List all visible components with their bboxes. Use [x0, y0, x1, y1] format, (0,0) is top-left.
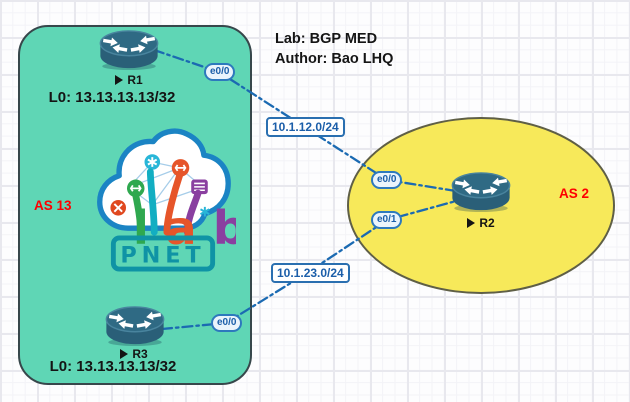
- network-label-10-1-23-0: 10.1.23.0/24: [271, 263, 350, 283]
- router-icon-r3[interactable]: [104, 305, 166, 347]
- interface-label-r1-e0-0: e0/0: [204, 63, 236, 81]
- interface-label-r3-e0-0: e0/0: [211, 314, 243, 332]
- pnetlab-logo: l a b PNET: [97, 128, 236, 272]
- node-label-r3: R3: [104, 347, 164, 361]
- lab-title: Lab: BGP MED: [275, 31, 378, 47]
- logo-pnet-wordmark: PNET: [120, 242, 205, 268]
- logo-lab-wordmark: l a b: [133, 202, 236, 256]
- network-label-10-1-12-0: 10.1.12.0/24: [266, 117, 345, 137]
- node-label-r2: R2: [450, 216, 512, 230]
- play-icon: [467, 218, 476, 228]
- node-label-r1: R1: [98, 73, 160, 87]
- lab-header: Lab: BGP MED Author: Bao LHQ: [275, 29, 393, 69]
- loopback-label-r3: L0: 13.13.13.13/32: [49, 358, 177, 375]
- play-icon: [115, 75, 124, 85]
- loopback-label-r1: L0: 13.13.13.13/32: [48, 89, 176, 106]
- as2-label: AS 2: [559, 186, 590, 201]
- lab-author: Author: Bao LHQ: [275, 51, 394, 67]
- interface-label-r2-e0-0: e0/0: [371, 171, 403, 189]
- play-icon: [120, 349, 129, 359]
- logo-stems: [132, 168, 202, 236]
- logo-network-nodes: [110, 154, 210, 217]
- router-icon-r1[interactable]: [98, 29, 160, 71]
- router-icon-r2[interactable]: [450, 171, 512, 213]
- as13-label: AS 13: [34, 198, 72, 213]
- interface-label-r2-e0-1: e0/1: [371, 211, 403, 229]
